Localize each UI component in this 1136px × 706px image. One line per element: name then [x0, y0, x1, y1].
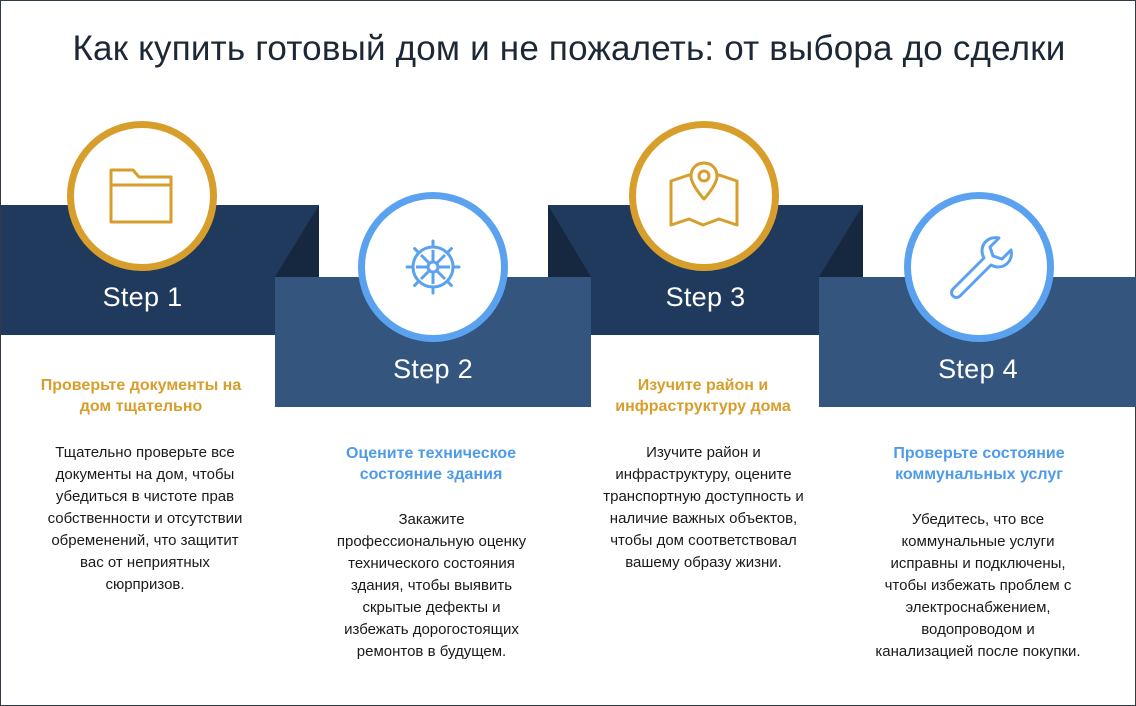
- step-2-description: Закажите профессиональную оценку техниче…: [336, 511, 527, 660]
- step-3-circle: [629, 121, 779, 271]
- step-1-label: Step 1: [102, 282, 183, 312]
- step-1-circle: [67, 121, 217, 271]
- wrench-icon: [950, 236, 1013, 299]
- step-4-heading: Проверьте состояние коммунальных услуг: [893, 445, 1065, 483]
- gear-icon: [405, 239, 461, 295]
- step-4-circle: [904, 192, 1054, 342]
- step-3-fold: [548, 205, 591, 277]
- map-pin-icon: [669, 161, 739, 227]
- step-2-label: Step 2: [393, 354, 473, 384]
- folder-icon: [109, 168, 173, 224]
- step-4-fold: [819, 205, 863, 277]
- step-3-heading: Изучите район и инфраструктуру дома: [615, 377, 791, 415]
- step-4-label: Step 4: [938, 354, 1018, 384]
- step-2-circle: [358, 192, 508, 342]
- step-4-description: Убедитесь, что все коммунальные услуги и…: [875, 511, 1081, 660]
- step-3-label: Step 3: [665, 282, 746, 312]
- step-3-description: Изучите район и инфраструктуру, оцените …: [603, 444, 804, 571]
- page-title: Как купить готовый дом и не пожалеть: от…: [72, 29, 1066, 68]
- step-1-description: Тщательно проверьте все документы на дом…: [47, 444, 243, 593]
- step-1-heading: Проверьте документы на дом тщательно: [40, 377, 242, 415]
- step-2-heading: Оцените техническое состояние здания: [345, 445, 517, 483]
- step-2-fold: [275, 205, 319, 277]
